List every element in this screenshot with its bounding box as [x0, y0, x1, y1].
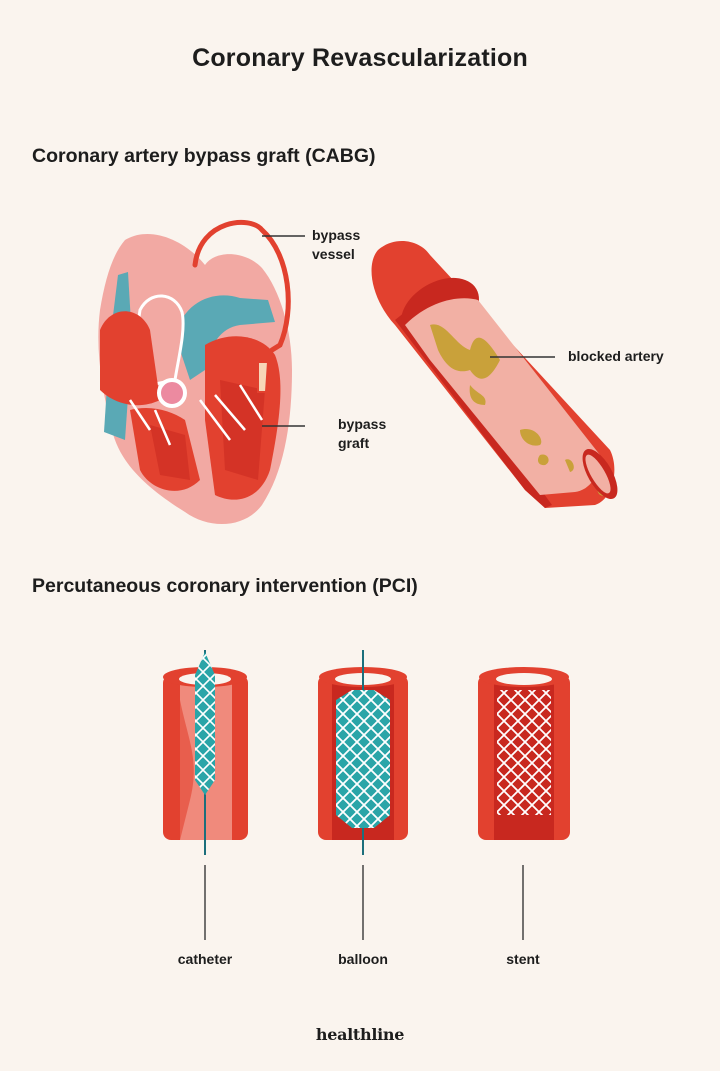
bypass-graft-label: bypass graft: [338, 415, 386, 453]
bypass-vessel-label: bypass vessel: [312, 226, 360, 264]
catheter-label: catheter: [177, 951, 233, 967]
bypass-vessel-shape: [192, 220, 291, 353]
bypass-vessel-label-line1: bypass: [312, 227, 361, 243]
catheter-artery: [163, 650, 248, 855]
blocked-artery-label: blocked artery: [568, 348, 664, 364]
pci-heading: Percutaneous coronary intervention (PCI): [32, 575, 418, 597]
stent-artery: [478, 667, 570, 840]
stent-label: stent: [506, 951, 540, 967]
balloon-label: balloon: [338, 951, 388, 967]
cabg-heading: Coronary artery bypass graft (CABG): [32, 145, 376, 167]
brand-logo: healthline: [315, 1025, 405, 1044]
bypass-graft-label-line2: graft: [338, 435, 370, 451]
blocked-artery-illustration: [371, 240, 618, 508]
heart-illustration: [98, 220, 292, 525]
bypass-vessel-label-line2: vessel: [312, 246, 355, 262]
plaque: [430, 324, 608, 496]
page-title: Coronary Revascularization: [192, 44, 528, 72]
balloon-artery: [318, 650, 408, 855]
bypass-graft-label-line1: bypass: [338, 416, 387, 432]
